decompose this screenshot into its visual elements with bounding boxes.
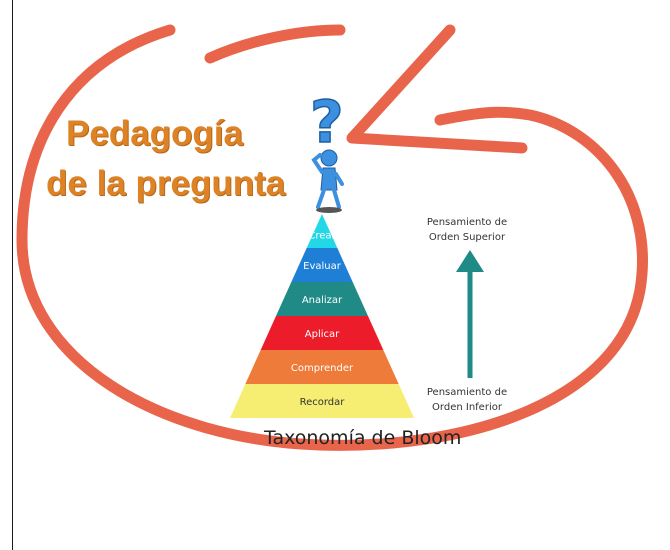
- pyramid-tier-label: Comprender: [291, 363, 354, 374]
- lower-order-thinking-label: Pensamiento de Orden Inferior: [426, 387, 508, 413]
- pyramid-tier-label: Aplicar: [305, 329, 340, 340]
- thinking-person-question-mark-icon: ?: [309, 87, 344, 213]
- pyramid-tier-label: Recordar: [300, 397, 346, 408]
- higher-order-thinking-label: Pensamiento de Orden Superior: [426, 217, 508, 243]
- left-border-line: [12, 0, 13, 550]
- circular-arrow-icon: [16, 24, 648, 451]
- pyramid-tier-label: Crear: [308, 230, 336, 241]
- svg-text:?: ?: [310, 88, 344, 156]
- bloom-taxonomy-caption: Taxonomía de Bloom: [264, 427, 462, 449]
- upward-arrow-icon: [456, 250, 484, 378]
- bloom-pyramid: CrearEvaluarAnalizarAplicarComprenderRec…: [230, 214, 414, 418]
- pyramid-tier: [230, 384, 414, 418]
- pyramid-tier: [291, 248, 353, 282]
- pyramid-tier: [245, 350, 399, 384]
- pyramid-tier: [306, 214, 338, 248]
- pyramid-tier-label: Analizar: [302, 295, 343, 306]
- pyramid-tier-label: Evaluar: [303, 261, 342, 272]
- title-line-1: Pedagogía: [66, 114, 243, 153]
- pyramid-tier: [260, 316, 384, 350]
- pyramid-tier: [276, 282, 368, 316]
- title-line-2: de la pregunta: [46, 164, 286, 203]
